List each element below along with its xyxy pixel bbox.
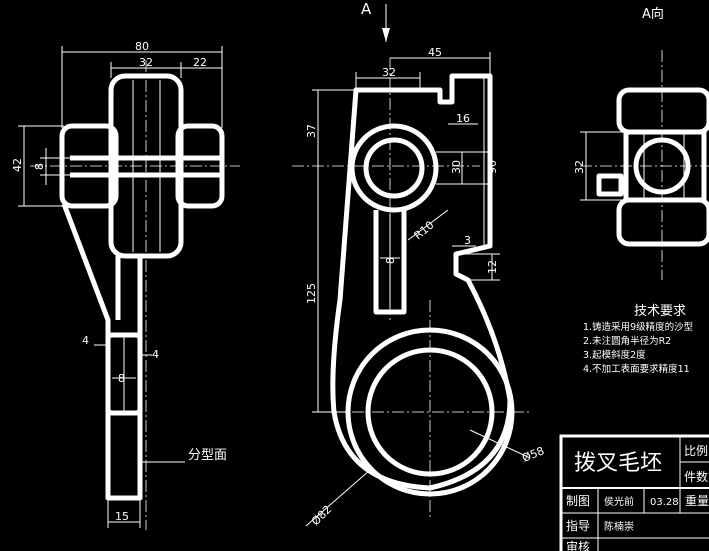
left-hub-outline [108,73,184,259]
svg-text:125: 125 [305,283,318,304]
drawn-date: 03.28 [650,497,679,508]
right-side-tab [596,173,624,197]
center-dim-125: 125 [305,166,348,413]
center-dim-8-rib: 8 [380,257,400,264]
center-lower-inner-ring [365,347,495,477]
a-view-title: A向 [642,6,664,22]
right-top-block [616,87,709,135]
svg-text:32: 32 [139,56,153,69]
svg-text:8: 8 [118,372,125,385]
drawn-label: 制图 [566,494,590,508]
svg-text:12: 12 [486,260,499,274]
center-dim-12: 12 [456,253,500,281]
right-middle-body [623,129,707,203]
left-dim-8-hole: 8 [33,148,70,185]
a-arrow-label: A [361,0,372,18]
svg-text:16: 16 [456,112,470,125]
svg-text:8: 8 [33,163,46,170]
svg-text:30: 30 [450,160,463,174]
svg-text:22: 22 [193,56,207,69]
weight-label: 重量 [685,494,709,508]
tech-item-4: 4.不加工表面要求精度11 [583,363,690,375]
part-name: 拨叉毛坯 [574,451,662,476]
right-bottom-block [616,197,709,247]
svg-text:32: 32 [382,66,396,79]
left-boss-right [175,123,225,209]
scale-label: 比例 [684,444,708,458]
svg-text:4: 4 [82,334,89,347]
count-label: 件数 [684,469,708,484]
review-label: 审核 [566,539,590,551]
tech-item-3: 3.起模斜度2度 [583,349,646,361]
center-dim-30: 30 [450,152,463,184]
parting-surface-label: 分型面 [188,448,227,463]
svg-text:3: 3 [464,234,471,247]
left-view: 80 32 22 42 8 4 4 [11,40,240,530]
right-hole-outer [633,137,691,195]
center-dim-32: 32 [355,66,421,92]
left-dim-8-rib: 8 [112,372,136,385]
tech-item-2: 2.未注圆角半径为R2 [583,335,671,347]
left-dim-80: 80 [61,40,223,128]
svg-text:8: 8 [384,257,397,264]
center-dim-r10: R10 [407,209,449,242]
right-dim-32: 32 [573,131,626,201]
guide-by: 陈楠崇 [604,520,634,533]
svg-text:80: 80 [135,40,149,53]
center-dim-82: Ø82 [305,469,371,528]
left-dim-42: 42 [11,125,64,207]
center-dim-37: 37 [305,89,356,166]
svg-text:90: 90 [486,160,499,174]
center-rib [373,210,407,315]
svg-text:42: 42 [11,158,24,172]
tech-requirements-title: 技术要求 [634,304,686,319]
tech-requirements: 技术要求 1.铸造采用9级精度的沙型 2.未注圆角半径为R2 3.起模斜度2度 … [583,304,694,375]
tech-item-1: 1.铸造采用9级精度的沙型 [583,321,694,333]
center-dim-3: 3 [452,234,476,247]
svg-text:15: 15 [115,510,129,523]
center-dim-45: 45 [390,46,491,76]
center-upper-boss [349,123,439,213]
left-boss-left [59,123,119,209]
center-upper-hole [363,137,425,199]
title-block: 拨叉毛坯 比例 件数 制图 侯光前 03.28 重量 指导 陈楠崇 审核 [559,434,709,551]
center-body-outline [330,73,513,491]
svg-text:Ø82: Ø82 [309,503,334,528]
svg-text:4: 4 [152,348,159,361]
guide-label: 指导 [566,518,590,533]
center-dim-90: 90 [483,76,499,246]
svg-text:32: 32 [573,160,586,174]
center-dim-16: 16 [448,112,478,125]
left-dim-22: 22 [181,56,222,69]
a-arrow-head [382,28,390,42]
svg-text:45: 45 [428,46,442,59]
svg-text:37: 37 [305,124,318,138]
left-dim-32: 32 [110,56,182,78]
left-arm-outline [61,203,143,501]
drawn-by: 侯光前 [604,495,634,508]
left-dim-4-left: 4 [82,334,108,347]
left-dim-4-right: 4 [140,348,159,361]
title-block-frame [559,434,709,551]
center-view: A 45 32 [292,0,546,528]
left-dim-15: 15 [107,500,141,528]
svg-text:Ø58: Ø58 [520,444,546,465]
right-view-a: A向 32 [573,6,709,280]
